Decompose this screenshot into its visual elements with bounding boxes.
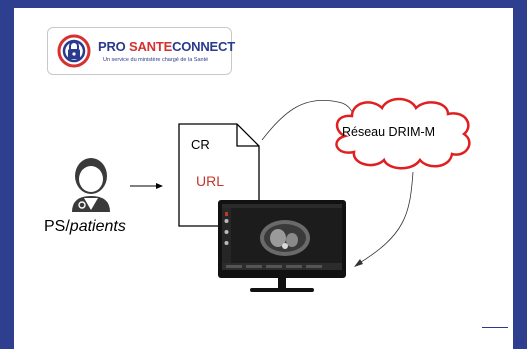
logo-brand-pro: PRO <box>98 39 126 54</box>
document-cr-label: CR <box>191 137 210 152</box>
arrow-to-document-head <box>156 183 163 189</box>
top-border <box>0 0 527 8</box>
doctor-icon <box>72 158 110 212</box>
left-border <box>0 0 14 349</box>
cloud-network-label: Réseau DRIM-M <box>342 125 436 139</box>
pro-sante-connect-logo: PRO SANTECONNECT Un service du ministère… <box>47 27 235 75</box>
page-number-rule <box>482 327 508 328</box>
right-border <box>513 0 527 349</box>
lock-icon <box>57 34 91 68</box>
logo-brand: PRO SANTECONNECT <box>98 39 235 54</box>
logo-tagline: Un service du ministère chargé de la San… <box>103 57 209 63</box>
patients-label: patients <box>69 218 126 235</box>
link-cloud-monitor <box>357 171 414 265</box>
logo-brand-sante: SANTE <box>129 39 173 54</box>
document-url-label: URL <box>196 173 225 189</box>
logo-brand-connect: CONNECT <box>172 39 235 54</box>
network-cloud <box>335 97 471 170</box>
monitor-icon <box>218 200 346 292</box>
document-fold <box>236 124 259 147</box>
link-cloud-monitor-head <box>354 259 363 267</box>
page-number: 24 <box>515 338 524 347</box>
ps-label: PS/ <box>44 218 70 235</box>
ps-patients-label: PS/patients <box>44 218 126 236</box>
